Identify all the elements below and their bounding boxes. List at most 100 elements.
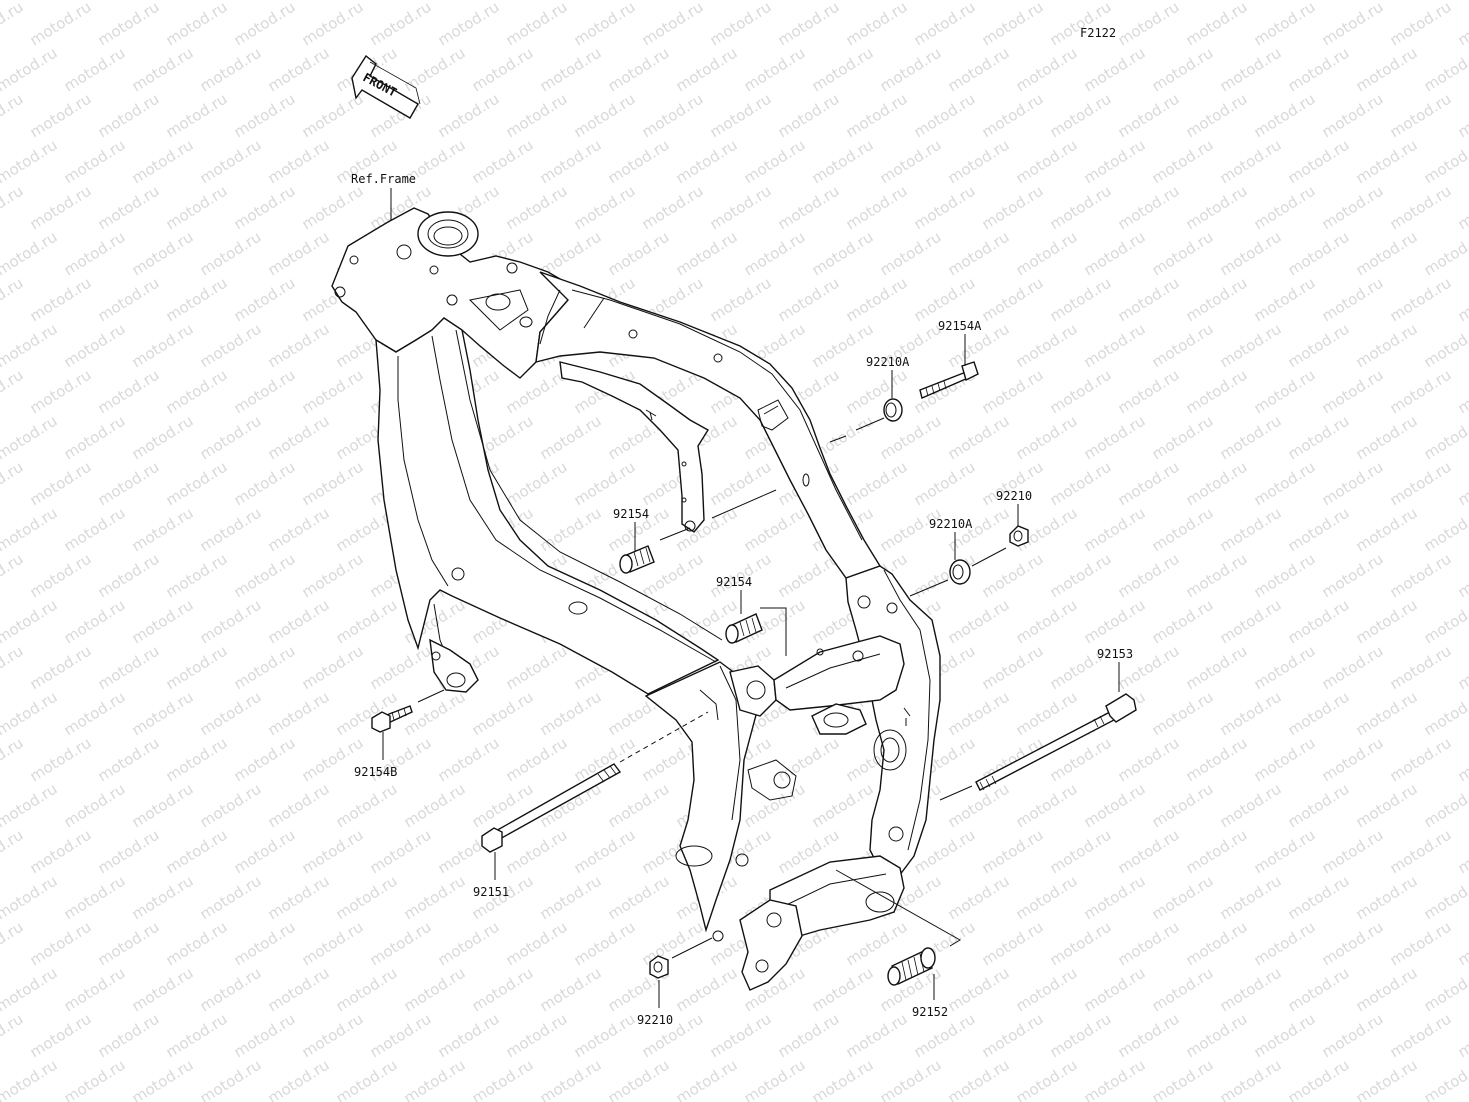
watermark-text: motod.ru bbox=[0, 366, 26, 418]
watermark-text: motod.ru bbox=[163, 550, 231, 602]
watermark-text: motod.ru bbox=[945, 596, 1013, 648]
watermark-text: motod.ru bbox=[367, 1010, 435, 1062]
watermark-text: motod.ru bbox=[605, 1056, 673, 1102]
watermark-text: motod.ru bbox=[435, 0, 503, 49]
watermark-text: motod.ru bbox=[299, 366, 367, 418]
watermark-text: motod.ru bbox=[1251, 550, 1319, 602]
watermark-text: motod.ru bbox=[129, 412, 197, 464]
watermark-text: motod.ru bbox=[1353, 228, 1421, 280]
watermark-text: motod.ru bbox=[1251, 734, 1319, 786]
watermark-text: motod.ru bbox=[299, 1010, 367, 1062]
watermark-text: motod.ru bbox=[605, 136, 673, 188]
watermark-text: motod.ru bbox=[1081, 596, 1149, 648]
watermark-text: motod.ru bbox=[163, 1010, 231, 1062]
watermark-text: motod.ru bbox=[843, 458, 911, 510]
watermark-text: motod.ru bbox=[1353, 0, 1421, 3]
watermark-text: motod.ru bbox=[707, 90, 775, 142]
watermark-text: motod.ru bbox=[1353, 1056, 1421, 1102]
watermark-text: motod.ru bbox=[1149, 136, 1217, 188]
watermark-text: motod.ru bbox=[809, 44, 877, 96]
watermark-text: motod.ru bbox=[197, 1056, 265, 1102]
watermark-text: motod.ru bbox=[1047, 90, 1115, 142]
watermark-text: motod.ru bbox=[809, 0, 877, 3]
watermark-text: motod.ru bbox=[1081, 136, 1149, 188]
watermark-text: motod.ru bbox=[1421, 964, 1469, 1016]
watermark-text: motod.ru bbox=[979, 366, 1047, 418]
watermark-text: motod.ru bbox=[741, 136, 809, 188]
watermark-text: motod.ru bbox=[1217, 504, 1285, 556]
watermark-text: motod.ru bbox=[1455, 550, 1469, 602]
watermark-text: motod.ru bbox=[61, 320, 129, 372]
watermark-text: motod.ru bbox=[1115, 826, 1183, 878]
watermark-text: motod.ru bbox=[61, 688, 129, 740]
watermark-text: motod.ru bbox=[0, 136, 60, 188]
watermark-text: motod.ru bbox=[571, 90, 639, 142]
watermark-text: motod.ru bbox=[1217, 0, 1285, 3]
watermark-text: motod.ru bbox=[1183, 0, 1251, 49]
watermark-text: motod.ru bbox=[1285, 596, 1353, 648]
watermark-text: motod.ru bbox=[1421, 136, 1469, 188]
watermark-text: motod.ru bbox=[265, 780, 333, 832]
watermark-text: motod.ru bbox=[231, 458, 299, 510]
watermark-text: motod.ru bbox=[1013, 320, 1081, 372]
watermark-text: motod.ru bbox=[1455, 734, 1469, 786]
watermark-text: motod.ru bbox=[1251, 274, 1319, 326]
watermark-text: motod.ru bbox=[1251, 826, 1319, 878]
watermark-text: motod.ru bbox=[979, 918, 1047, 970]
watermark-text: motod.ru bbox=[1387, 1010, 1455, 1062]
watermark-text: motod.ru bbox=[1149, 44, 1217, 96]
watermark-text: motod.ru bbox=[333, 964, 401, 1016]
watermark-text: motod.ru bbox=[945, 1056, 1013, 1102]
watermark-text: motod.ru bbox=[741, 0, 809, 3]
watermark-text: motod.ru bbox=[129, 688, 197, 740]
watermark-text: motod.ru bbox=[503, 90, 571, 142]
watermark-text: motod.ru bbox=[1285, 0, 1353, 3]
watermark-text: motod.ru bbox=[1183, 826, 1251, 878]
watermark-text: motod.ru bbox=[1387, 274, 1455, 326]
watermark-text: motod.ru bbox=[809, 228, 877, 280]
watermark-text: motod.ru bbox=[1183, 734, 1251, 786]
watermark-text: motod.ru bbox=[1013, 596, 1081, 648]
watermark-text: motod.ru bbox=[911, 90, 979, 142]
watermark-text: motod.ru bbox=[1353, 964, 1421, 1016]
watermark-text: motod.ru bbox=[1285, 504, 1353, 556]
watermark-text: motod.ru bbox=[129, 596, 197, 648]
watermark-text: motod.ru bbox=[673, 228, 741, 280]
label-92154-upper: 92154 bbox=[613, 507, 649, 521]
watermark-text: motod.ru bbox=[435, 734, 503, 786]
label-92210-bottom: 92210 bbox=[637, 1013, 673, 1027]
watermark-text: motod.ru bbox=[0, 228, 60, 280]
watermark-text: motod.ru bbox=[877, 44, 945, 96]
watermark-text: motod.ru bbox=[1421, 1056, 1469, 1102]
nut-92210-bottom-icon bbox=[649, 955, 669, 979]
watermark-text: motod.ru bbox=[1455, 918, 1469, 970]
watermark-text: motod.ru bbox=[129, 964, 197, 1016]
watermark-text: motod.ru bbox=[1455, 826, 1469, 878]
watermark-text: motod.ru bbox=[1047, 182, 1115, 234]
watermark-text: motod.ru bbox=[367, 642, 435, 694]
watermark-text: motod.ru bbox=[163, 918, 231, 970]
watermark-text: motod.ru bbox=[163, 366, 231, 418]
watermark-text: motod.ru bbox=[61, 136, 129, 188]
watermark-text: motod.ru bbox=[231, 550, 299, 602]
watermark-text: motod.ru bbox=[1183, 918, 1251, 970]
watermark-text: motod.ru bbox=[1387, 734, 1455, 786]
watermark-text: motod.ru bbox=[1421, 412, 1469, 464]
watermark-text: motod.ru bbox=[741, 44, 809, 96]
watermark-text: motod.ru bbox=[163, 642, 231, 694]
watermark-text: motod.ru bbox=[27, 642, 95, 694]
watermark-text: motod.ru bbox=[537, 688, 605, 740]
watermark-text: motod.ru bbox=[1421, 780, 1469, 832]
watermark-text: motod.ru bbox=[1421, 688, 1469, 740]
watermark-text: motod.ru bbox=[1285, 872, 1353, 924]
watermark-text: motod.ru bbox=[163, 182, 231, 234]
watermark-text: motod.ru bbox=[639, 182, 707, 234]
watermark-text: motod.ru bbox=[129, 780, 197, 832]
watermark-text: motod.ru bbox=[0, 918, 26, 970]
watermark-text: motod.ru bbox=[537, 964, 605, 1016]
watermark-text: motod.ru bbox=[299, 550, 367, 602]
watermark-text: motod.ru bbox=[979, 1010, 1047, 1062]
watermark-text: motod.ru bbox=[877, 1056, 945, 1102]
watermark-text: motod.ru bbox=[1455, 642, 1469, 694]
watermark-text: motod.ru bbox=[1047, 918, 1115, 970]
